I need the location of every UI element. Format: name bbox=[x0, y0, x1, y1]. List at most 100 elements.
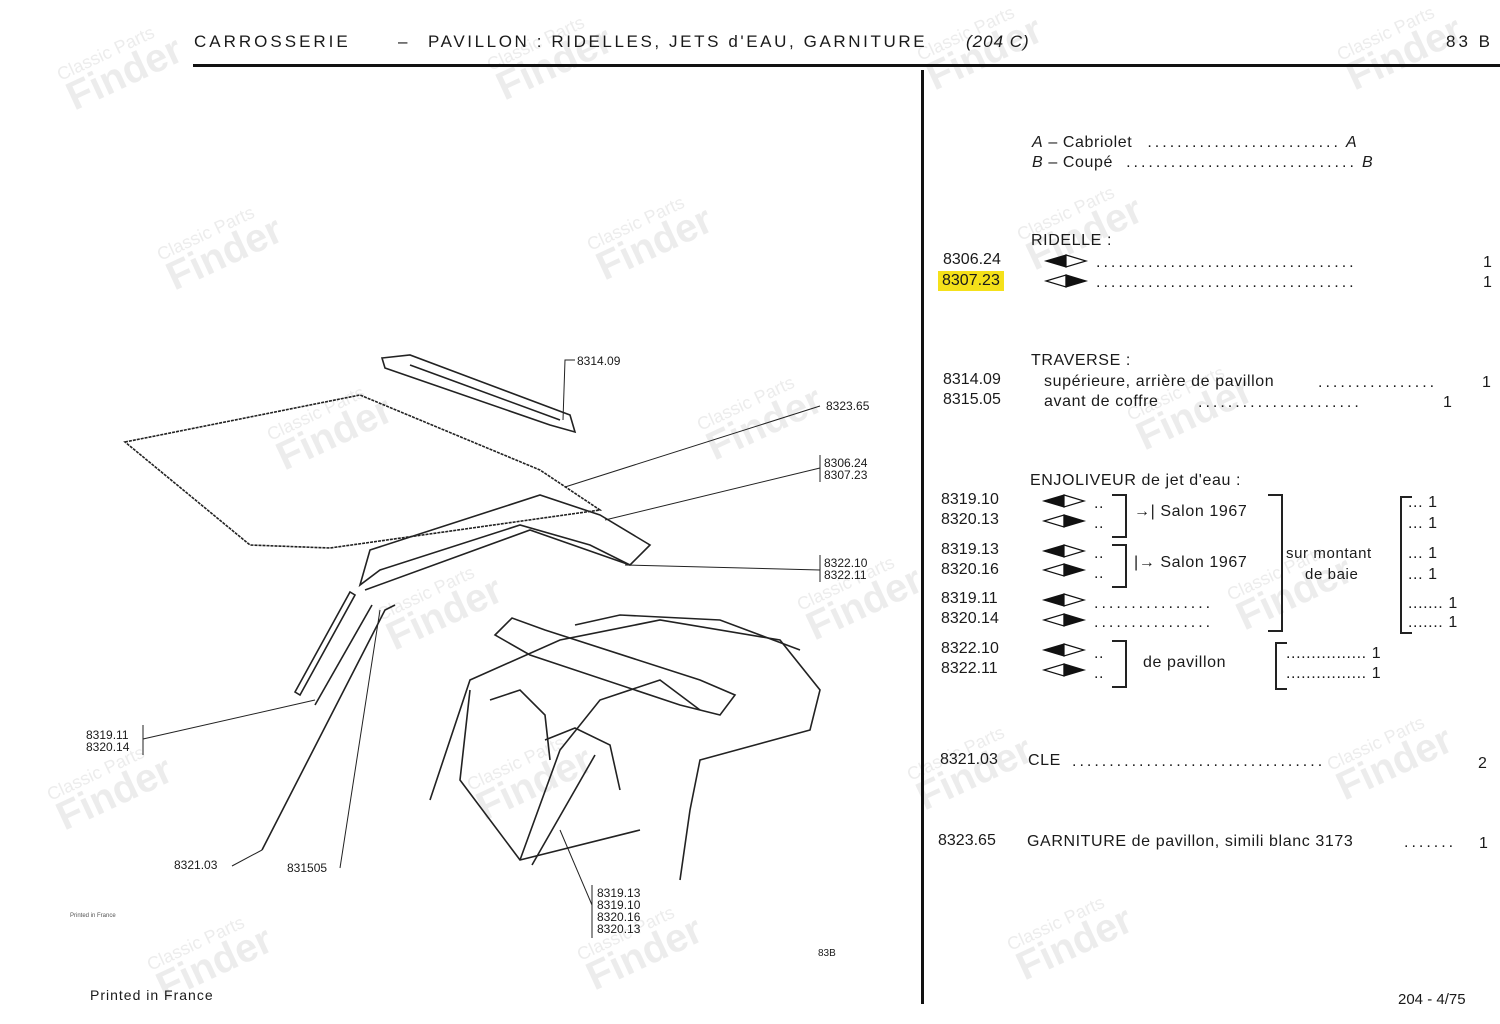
right-arrow-icon bbox=[1041, 563, 1087, 577]
leader-dots: .. bbox=[1094, 495, 1105, 512]
header-rule bbox=[193, 64, 1500, 67]
callout-label: 8321.03 bbox=[174, 858, 218, 872]
printed-in-france: Printed in France bbox=[90, 987, 214, 1003]
callout-label: 8307.23 bbox=[824, 468, 868, 482]
bracket bbox=[1275, 642, 1287, 690]
leader-dots: .. bbox=[1094, 645, 1105, 662]
part-code: 8306.24 bbox=[943, 251, 1001, 268]
leader-lines bbox=[142, 359, 821, 938]
quantity: ....... 1 bbox=[1408, 595, 1458, 612]
part-description: CLE bbox=[1028, 752, 1061, 769]
leader-dots: .. bbox=[1094, 665, 1105, 682]
right-arrow-icon bbox=[1041, 613, 1087, 627]
leader-dots: .. bbox=[1094, 515, 1105, 532]
column-divider bbox=[921, 70, 924, 1004]
quantity: ... 1 bbox=[1408, 494, 1438, 511]
part-code: 8319.11 bbox=[941, 590, 998, 607]
quantity: 2 bbox=[1478, 755, 1488, 772]
callout-label: 8319.11 bbox=[86, 728, 129, 742]
quantity: ................ 1 bbox=[1286, 645, 1382, 662]
page-reference: 204 - 4/75 bbox=[1398, 991, 1466, 1008]
callout-label: 8306.24 bbox=[824, 456, 868, 470]
enjoliveur-heading: ENJOLIVEUR de jet d'eau : bbox=[1030, 472, 1242, 489]
callout-label: 8314.09 bbox=[577, 354, 621, 368]
leader-dots: ................ bbox=[1094, 595, 1214, 612]
pavillon-label: de pavillon bbox=[1143, 654, 1227, 671]
legend-coupe: B – Coupé ..............................… bbox=[1032, 154, 1373, 172]
quantity: ... 1 bbox=[1408, 545, 1438, 562]
bracket bbox=[1112, 544, 1127, 588]
legend-key: A bbox=[1032, 134, 1044, 151]
page-title: PAVILLON : RIDELLES, JETS d'EAU, GARNITU… bbox=[428, 32, 928, 51]
callout-label: 8319.10 bbox=[597, 898, 641, 912]
tiny-print-note: Printed in France bbox=[70, 913, 116, 919]
callout-label: 8323.65 bbox=[826, 399, 870, 413]
quantity: 1 bbox=[1483, 274, 1493, 291]
bracket bbox=[1400, 496, 1412, 634]
leader-dots: .. bbox=[1094, 565, 1105, 582]
quantity: ... 1 bbox=[1408, 566, 1438, 583]
part-code: 8320.16 bbox=[941, 561, 999, 578]
legend-label: – Cabriolet bbox=[1048, 134, 1133, 151]
salon-after-label: |→ Salon 1967 bbox=[1134, 554, 1247, 572]
legend-label: – Coupé bbox=[1048, 154, 1114, 171]
left-arrow-icon bbox=[1041, 643, 1087, 657]
ridelle-heading: RIDELLE : bbox=[1031, 232, 1112, 249]
quantity: 1 bbox=[1479, 835, 1489, 852]
leader-dots: ................ bbox=[1318, 374, 1438, 391]
callout-label: 831505 bbox=[287, 861, 328, 875]
part-code: 8323.65 bbox=[938, 832, 996, 849]
right-arrow-icon bbox=[1043, 274, 1089, 288]
callout-label: 8320.14 bbox=[86, 740, 130, 754]
quantity: 1 bbox=[1482, 374, 1492, 391]
plate-number: 83B bbox=[818, 948, 836, 959]
leader-dots: .......................... bbox=[1147, 134, 1341, 151]
header-dash: – bbox=[398, 32, 411, 51]
arrow-from-start-icon: |→ bbox=[1134, 554, 1156, 571]
baie-label: de baie bbox=[1305, 566, 1359, 583]
bracket bbox=[1112, 640, 1127, 688]
salon-before-label: →| Salon 1967 bbox=[1134, 503, 1247, 521]
legend-value: A bbox=[1345, 134, 1358, 151]
quantity: ................ 1 bbox=[1286, 665, 1382, 682]
leader-dots: ...................... bbox=[1198, 394, 1362, 411]
callout-label: 8319.13 bbox=[597, 886, 641, 900]
salon-text: Salon 1967 bbox=[1160, 503, 1248, 520]
model-label: (204 C) bbox=[966, 32, 1030, 51]
part-code: 8321.03 bbox=[940, 751, 998, 768]
legend-key: B bbox=[1032, 154, 1044, 171]
right-arrow-icon bbox=[1041, 514, 1087, 528]
callout-label: 8320.16 bbox=[597, 910, 641, 924]
quantity: 1 bbox=[1443, 394, 1453, 411]
right-arrow-icon bbox=[1041, 663, 1087, 677]
left-arrow-icon bbox=[1043, 254, 1089, 268]
part-code-highlighted: 8307.23 bbox=[938, 271, 1004, 291]
quantity: ... 1 bbox=[1408, 515, 1438, 532]
leader-dots: ............................... bbox=[1126, 154, 1357, 171]
leader-dots: ....... bbox=[1404, 834, 1457, 851]
callout-label: 8322.11 bbox=[824, 568, 867, 582]
part-code: 8315.05 bbox=[943, 391, 1001, 408]
legend-cabriolet: A – Cabriolet ..........................… bbox=[1032, 134, 1357, 152]
leader-dots: ................................... bbox=[1096, 254, 1357, 271]
quantity: 1 bbox=[1483, 254, 1493, 271]
part-code: 8320.14 bbox=[941, 610, 999, 627]
bracket bbox=[1268, 494, 1283, 632]
traverse-heading: TRAVERSE : bbox=[1031, 352, 1131, 369]
quantity: ....... 1 bbox=[1408, 614, 1458, 631]
left-arrow-icon bbox=[1041, 593, 1087, 607]
bracket bbox=[1112, 494, 1127, 538]
part-code: 8314.09 bbox=[943, 371, 1001, 388]
part-code: 8319.13 bbox=[941, 541, 999, 558]
salon-text: Salon 1967 bbox=[1160, 554, 1248, 571]
leader-dots: .................................. bbox=[1072, 753, 1326, 770]
callout-label: 8320.13 bbox=[597, 922, 641, 936]
left-arrow-icon bbox=[1041, 494, 1087, 508]
part-description: supérieure, arrière de pavillon bbox=[1044, 373, 1275, 390]
legend-value: B bbox=[1361, 154, 1374, 171]
part-description: GARNITURE de pavillon, simili blanc 3173 bbox=[1027, 833, 1354, 850]
exploded-drawing bbox=[123, 354, 821, 881]
callout-label: 8322.10 bbox=[824, 556, 868, 570]
part-description: avant de coffre bbox=[1044, 393, 1159, 410]
leader-dots: .. bbox=[1094, 545, 1105, 562]
